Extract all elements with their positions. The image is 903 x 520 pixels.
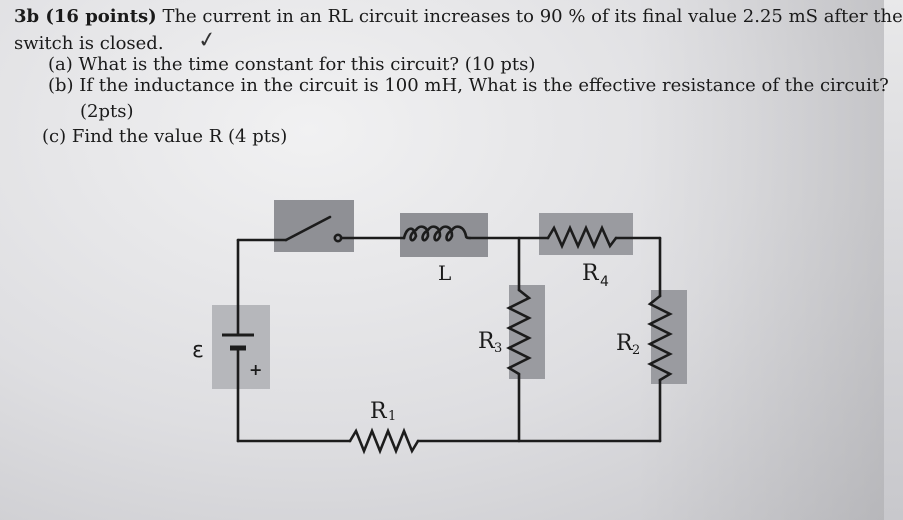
- problem-number: 3b (16 points): [14, 6, 157, 27]
- r4-label: R: [582, 261, 600, 286]
- switch-blade: [284, 215, 332, 242]
- r4-subscript: 4: [600, 274, 609, 290]
- inductor-label: L: [438, 261, 451, 285]
- resistor-r1: [348, 427, 420, 455]
- r1-subscript: 1: [388, 409, 396, 424]
- question-part-a: (a) What is the time constant for this c…: [48, 54, 536, 75]
- problem-intro: The current in an RL circuit increases t…: [162, 6, 903, 27]
- resistor-r2: [647, 294, 673, 382]
- circuit-diagram: ε + L R 1 R 3 R 2 R 4: [192, 200, 687, 455]
- resistor-r3: [506, 288, 532, 376]
- resistor-r4: [546, 224, 618, 250]
- r3-label: R: [478, 329, 496, 354]
- r2-label: R: [616, 331, 634, 356]
- problem-intro-cont: switch is closed.: [14, 33, 164, 54]
- question-part-b: (b) If the inductance in the circuit is …: [48, 75, 889, 96]
- emf-label: ε: [192, 338, 204, 363]
- paper-background: [0, 0, 884, 520]
- problem-heading-line: 3b (16 points) The current in an RL circ…: [14, 6, 903, 28]
- inductor-backdrop: [400, 213, 488, 257]
- r3-subscript: 3: [494, 341, 502, 356]
- r1-label: R: [370, 399, 388, 424]
- r2-subscript: 2: [632, 343, 640, 358]
- page-shadow: [634, 0, 884, 520]
- question-part-c: (c) Find the value R (4 pts): [42, 126, 288, 147]
- r2-backdrop: [651, 290, 687, 384]
- inductor-coil: [402, 225, 472, 242]
- question-part-b-points: (2pts): [80, 101, 134, 122]
- battery-plus-label: +: [249, 360, 262, 379]
- r4-backdrop: [539, 213, 633, 255]
